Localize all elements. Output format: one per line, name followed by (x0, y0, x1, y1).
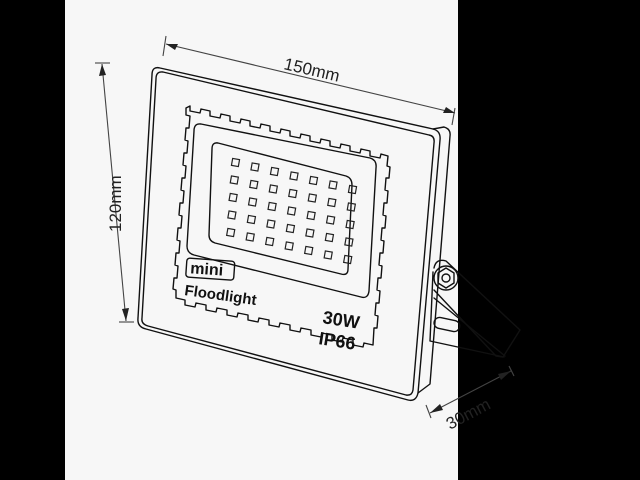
led-chip (268, 184, 279, 194)
product-name: Floodlight (183, 282, 257, 309)
led-chip (267, 201, 277, 212)
led-chip (303, 245, 314, 256)
led-chip (284, 241, 294, 251)
led-chip (245, 232, 255, 242)
housing (137, 66, 451, 402)
led-chip (247, 197, 258, 207)
led-chip (307, 193, 318, 203)
led-chip (347, 184, 358, 195)
mini-badge-frame (185, 257, 236, 281)
led-array (225, 157, 358, 265)
height-label: 120mm (106, 175, 125, 232)
lens-frame (186, 123, 377, 299)
led-chip (325, 215, 336, 225)
led-chip (305, 228, 315, 238)
led-chip (227, 210, 237, 220)
width-label: 150mm (282, 54, 342, 85)
led-chip (225, 227, 236, 238)
mini-badge: mini (190, 260, 224, 279)
led-chip (286, 206, 297, 216)
drawing-canvas (65, 0, 458, 480)
led-chip (230, 157, 241, 168)
led-chip (269, 166, 280, 177)
width-dimension: 150mm (162, 35, 456, 126)
led-chip (288, 188, 298, 199)
bracket-pivot (433, 265, 459, 291)
led-chip (266, 219, 276, 229)
led-chip (323, 250, 333, 260)
led-chip (289, 171, 299, 181)
ip-rating: IP66 (317, 328, 357, 354)
led-chip (308, 175, 319, 186)
bracket-slot (433, 316, 461, 333)
led-chip (324, 232, 335, 243)
led-chip (327, 197, 337, 208)
led-chip (344, 237, 354, 247)
depth-dimension: 30mm (425, 365, 515, 434)
bolt-nut-icon (437, 267, 455, 289)
led-chip (306, 210, 316, 221)
led-chip (345, 219, 355, 230)
depth-label: 30mm (443, 395, 494, 434)
mounting-bracket (429, 259, 521, 358)
led-chip (246, 214, 257, 225)
led-chip (228, 192, 238, 203)
led-chip (229, 175, 240, 185)
led-chip (328, 180, 338, 190)
led-chip (250, 162, 260, 172)
led-chip (346, 202, 357, 212)
led-chip (264, 236, 275, 247)
led-chip (285, 223, 296, 234)
heatsink-border (172, 105, 391, 348)
led-chip (249, 179, 259, 190)
height-dimension: 120mm (95, 62, 134, 323)
led-chip (342, 254, 353, 265)
